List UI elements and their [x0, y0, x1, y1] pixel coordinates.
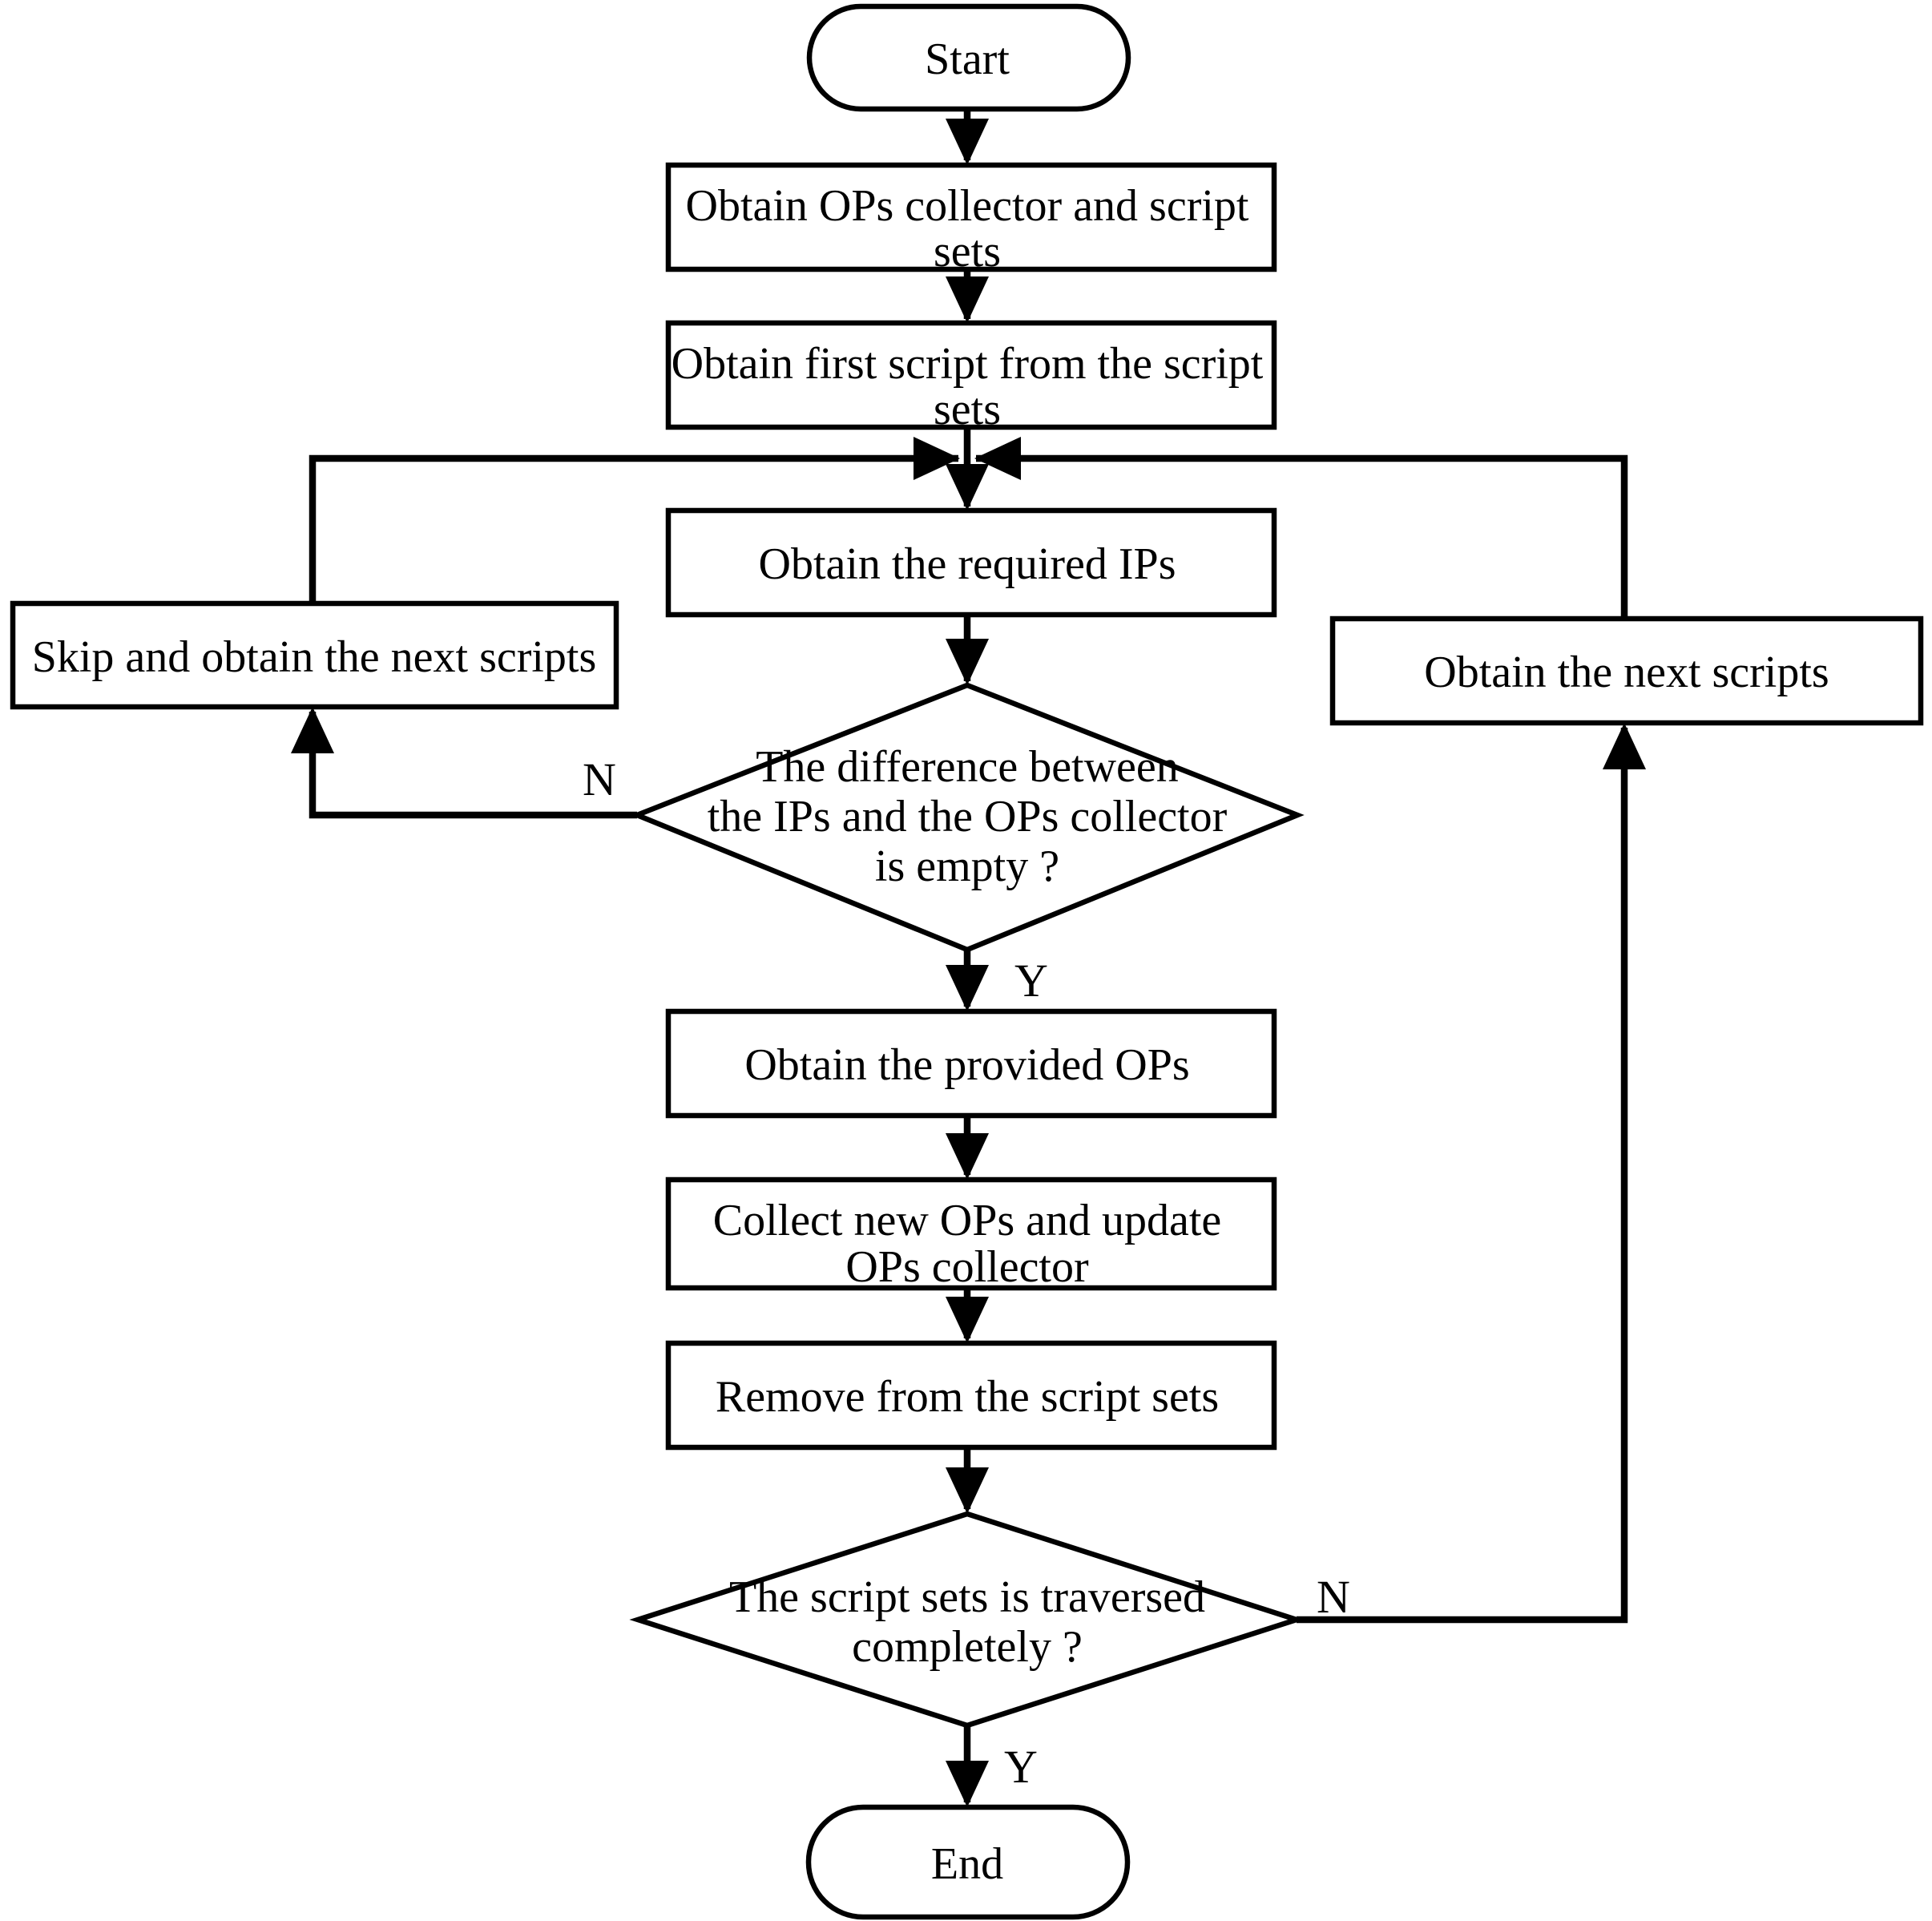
traversed-decision-line1: The script sets is traversed [729, 1572, 1205, 1622]
process-remove-script-sets [665, 1340, 1277, 1451]
node-labels: Start Obtain OPs collector and script se… [32, 34, 1829, 1889]
obtain-ops-collector-line2: sets [934, 227, 1001, 276]
obtain-ops-collector-line1: Obtain OPs collector and script [686, 181, 1249, 231]
difference-yes-label: Y [1014, 954, 1048, 1007]
edge-labels: N Y N Y [583, 753, 1350, 1793]
process-collect-new-ops [665, 1176, 1277, 1291]
obtain-next-scripts-label: Obtain the next scripts [1424, 648, 1829, 697]
end-label: End [931, 1839, 1003, 1889]
arrowhead-down-into-first-script [946, 276, 989, 323]
process-obtain-required-ips [665, 507, 1277, 618]
arrowhead-down-into-remove-box [946, 1297, 989, 1343]
collect-new-ops-line1: Collect new OPs and update [713, 1196, 1222, 1245]
process-skip-obtain-next [10, 600, 619, 710]
process-obtain-next-scripts [1329, 615, 1924, 726]
arrowhead-right-merge [914, 437, 960, 480]
obtain-required-ips-label: Obtain the required IPs [759, 539, 1176, 589]
difference-decision-line1: The difference between [756, 742, 1179, 792]
difference-no-label: N [583, 753, 616, 805]
skip-obtain-next-label: Skip and obtain the next scripts [32, 632, 597, 682]
edge-next-scripts-loop-to-merge [976, 454, 1628, 619]
process-obtain-provided-ops [665, 1008, 1277, 1119]
nodes [10, 3, 1924, 1920]
start-terminator [806, 3, 1131, 112]
difference-decision-line2: the IPs and the OPs collector [708, 792, 1228, 841]
arrowhead-down-into-end [946, 1761, 989, 1807]
arrowhead-up-into-skip-box [291, 707, 334, 753]
arrowhead-left-merge [974, 437, 1021, 480]
remove-script-sets-label: Remove from the script sets [716, 1372, 1219, 1422]
collect-new-ops-line2: OPs collector [845, 1242, 1089, 1292]
edge-traversed-no-branch [1297, 728, 1628, 1624]
arrowhead-down-into-required-ips [946, 464, 989, 511]
obtain-first-script-line1: Obtain first script from the script [672, 339, 1264, 389]
decision-traversed-completely [629, 1511, 1305, 1729]
traversed-decision-line2: completely ? [852, 1622, 1083, 1672]
difference-decision-line3: is empty ? [875, 841, 1059, 891]
traversed-no-label: N [1317, 1571, 1350, 1623]
arrowhead-up-into-next-scripts-box [1603, 723, 1646, 769]
traversed-yes-label: Y [1004, 1741, 1038, 1793]
process-obtain-ops-collector [665, 162, 1277, 272]
start-label: Start [925, 34, 1010, 84]
edge-skip-loop-to-merge [309, 454, 958, 603]
obtain-first-script-line2: sets [934, 385, 1001, 434]
arrowhead-down-into-traversed-decision [946, 1467, 989, 1514]
decision-difference-empty [630, 682, 1305, 953]
arrowheads [291, 119, 1646, 1807]
arrowhead-down-into-collect-new-ops [946, 1133, 989, 1180]
obtain-provided-ops-label: Obtain the provided OPs [744, 1040, 1189, 1090]
arrowhead-down-into-difference-decision [946, 639, 989, 685]
process-obtain-first-script [665, 320, 1277, 430]
arrowhead-down-into-provided-ops [946, 965, 989, 1011]
end-terminator [805, 1804, 1131, 1920]
arrowhead-down-into-obtain-ops [946, 119, 989, 165]
